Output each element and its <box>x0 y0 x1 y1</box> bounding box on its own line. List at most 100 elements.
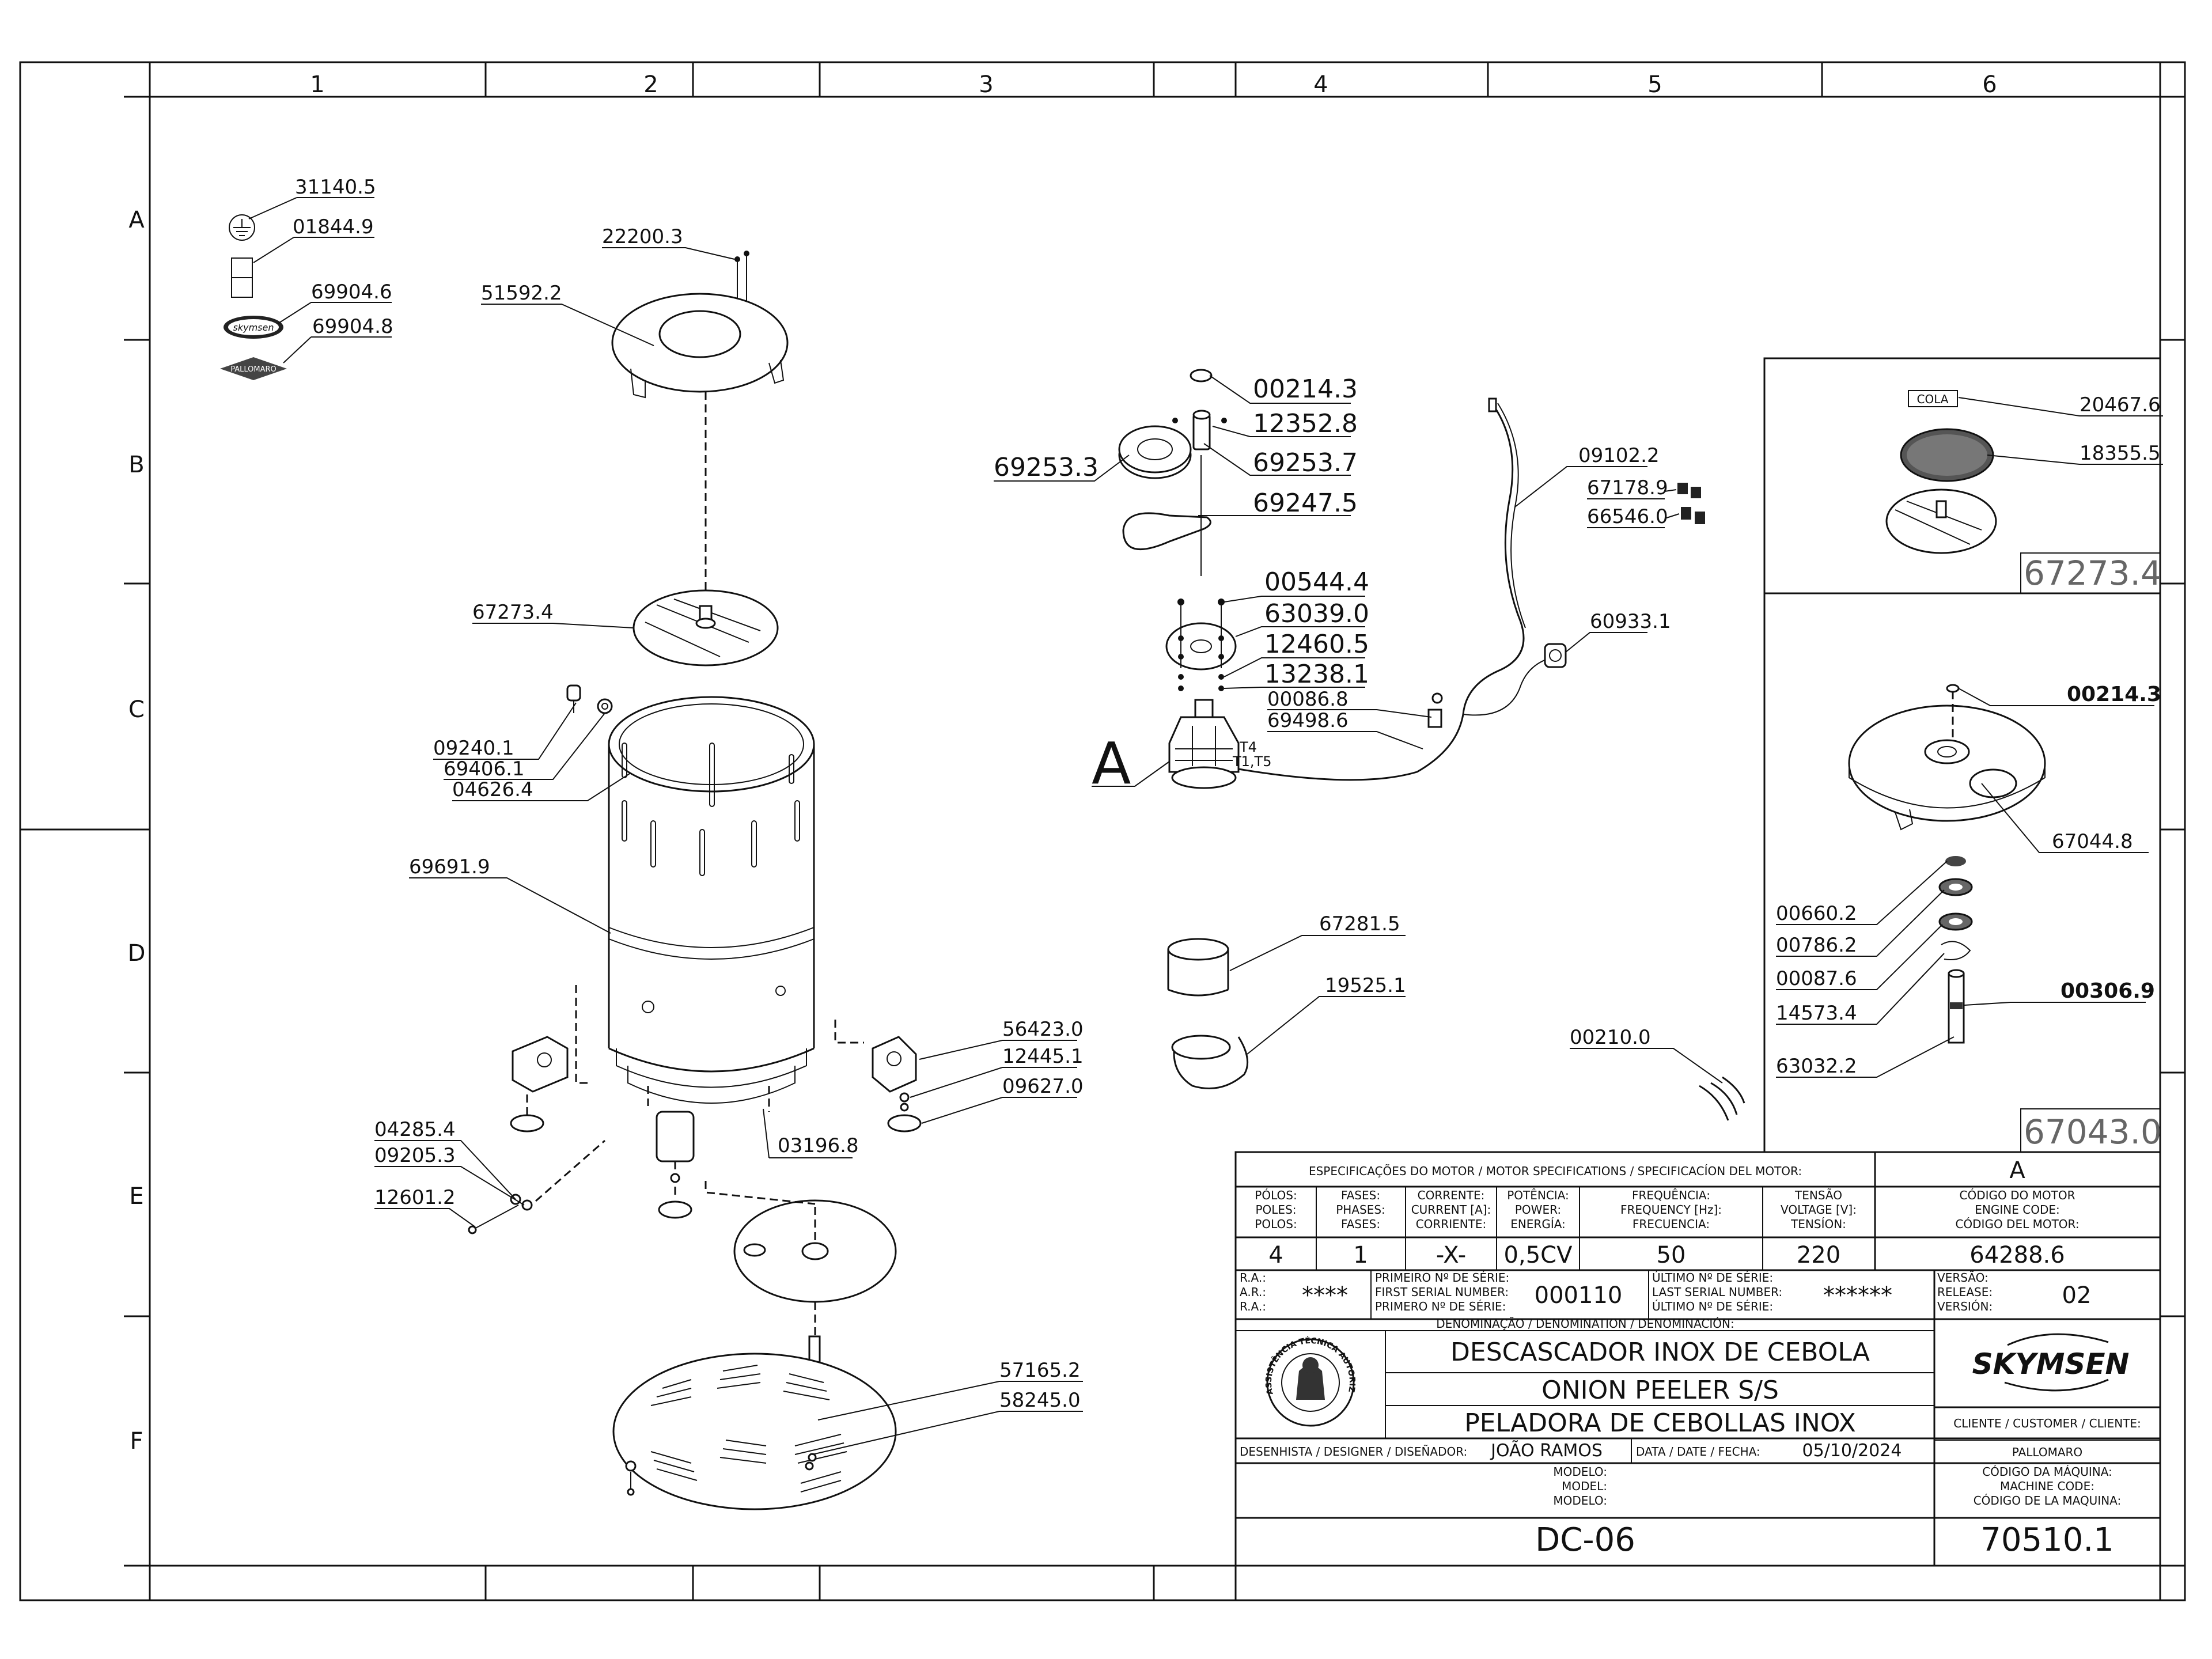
turntable-67044-part <box>1848 684 2046 831</box>
current-header-es: CORRIENTE: <box>1416 1217 1487 1231</box>
last-serial-value: ****** <box>1823 1282 1892 1309</box>
grid-col-5: 5 <box>1647 71 1662 98</box>
first-serial-value: 000110 <box>1535 1282 1623 1309</box>
first-serial-label-en: FIRST SERIAL NUMBER: <box>1375 1285 1509 1299</box>
part-60933-1-label: 60933.1 <box>1590 610 1671 633</box>
part-01844-9-label: 01844.9 <box>293 215 374 238</box>
version-label-en: RELEASE: <box>1937 1285 1993 1299</box>
first-serial-label-es: PRIMERO Nº DE SÉRIE: <box>1375 1300 1506 1313</box>
phases-header-en: PHASES: <box>1336 1203 1385 1217</box>
grid-plate-part <box>612 1353 897 1510</box>
grid-row-c: C <box>128 696 145 723</box>
ra-label-2: A.R.: <box>1240 1285 1266 1299</box>
part-18355-5-label: 18355.5 <box>2080 442 2161 465</box>
version-letter: A <box>2009 1157 2025 1184</box>
screw-set-04285-icon <box>468 1194 533 1234</box>
part-00214-3-detail-label: 00214.3 <box>2067 683 2161 706</box>
grid-col-3: 3 <box>979 71 993 98</box>
washer-69406-icon <box>597 698 613 714</box>
ground-symbol-icon <box>229 214 255 241</box>
detail-top-code: 67273.4 <box>2024 554 2162 593</box>
motor-a-part <box>1168 699 1240 789</box>
ra-label-1: R.A.: <box>1240 1271 1266 1285</box>
part-57165-2-label: 57165.2 <box>999 1359 1081 1382</box>
model-value: DC-06 <box>1535 1521 1635 1559</box>
drum-body-part <box>608 696 815 1104</box>
pallomaro-badge-text: PALLOMARO <box>230 365 276 374</box>
detail-bottom-code: 67043.0 <box>2024 1112 2162 1152</box>
symbols-group: skymsen PALLOMARO 31140.5 01844.9 69904.… <box>220 176 393 380</box>
machine-code-label-es: CÓDIGO DE LA MAQUINA: <box>1974 1494 2122 1508</box>
power-header-en: POWER: <box>1515 1203 1561 1217</box>
disc-detail-part <box>1885 488 1997 554</box>
terminal-67178-icon <box>1677 483 1701 498</box>
bracket-right-part <box>872 1036 922 1132</box>
seal-text: ASSISTÊNCIA TÉCNICA AUTORIZADA <box>0 0 1357 1396</box>
plate-63039-part <box>1165 622 1237 671</box>
part-12460-5-label: 12460.5 <box>1264 630 1369 659</box>
ra-label-3: R.A.: <box>1240 1300 1266 1313</box>
poles-value: 4 <box>1268 1242 1283 1268</box>
grid-row-f: F <box>130 1428 143 1455</box>
part-67178-9-label: 67178.9 <box>1587 476 1668 499</box>
denomination-label: DENOMINAÇÃO / DENOMINATION / DENOMINACIÓ… <box>1436 1317 1734 1331</box>
part-00544-4-label: 00544.4 <box>1264 567 1369 597</box>
phases-header-pt: FASES: <box>1341 1188 1380 1202</box>
frequency-value: 50 <box>1657 1242 1686 1268</box>
last-serial-label-en: LAST SERIAL NUMBER: <box>1652 1285 1782 1299</box>
detail-panel-top: 67273.4 COLA 20467.6 18355.5 <box>1763 357 2163 594</box>
machine-code-value: 70510.1 <box>1980 1521 2114 1559</box>
part-09627-0-label: 09627.0 <box>1002 1075 1084 1098</box>
grid-column-labels: 1 2 3 4 5 6 <box>310 71 1997 98</box>
part-20467-6-label: 20467.6 <box>2080 393 2161 416</box>
frequency-header-pt: FREQUÊNCIA: <box>1632 1188 1710 1202</box>
part-04285-4-label: 04285.4 <box>374 1118 456 1141</box>
ra-value: **** <box>1302 1282 1348 1309</box>
grid-row-b: B <box>128 452 144 478</box>
model-label-es: MODELO: <box>1553 1494 1607 1508</box>
base-disc-part <box>733 1199 897 1366</box>
part-09205-3-label: 09205.3 <box>374 1144 456 1167</box>
bushing-12352-icon <box>1192 414 1211 450</box>
version-label-es: VERSIÓN: <box>1937 1300 1993 1313</box>
motor-assembly-group: A T4 T1,T5 00214.3 12352.8 69253.7 69253… <box>994 369 1745 1121</box>
part-51592-2-label: 51592.2 <box>481 282 562 305</box>
engine-code-header-es: CÓDIGO DEL MOTOR: <box>1955 1217 2079 1231</box>
belt-69247-part <box>1122 512 1211 551</box>
seal-text-path: ASSISTÊNCIA TÉCNICA AUTORIZADA <box>0 0 1357 1396</box>
cylinder-67281-part <box>1167 938 1229 997</box>
part-00087-6-label: 00087.6 <box>1776 967 1857 990</box>
phases-header-es: FASES: <box>1341 1217 1380 1231</box>
part-14573-4-label: 14573.4 <box>1776 1002 1857 1025</box>
part-13238-1-label: 13238.1 <box>1264 660 1369 689</box>
power-value: 0,5CV <box>1504 1242 1573 1268</box>
part-09102-2-label: 09102.2 <box>1578 444 1660 467</box>
model-label-en: MODEL: <box>1562 1479 1607 1493</box>
engine-code-value: 64288.6 <box>1969 1242 2065 1268</box>
part-12601-2-label: 12601.2 <box>374 1186 456 1209</box>
model-label-pt: MODELO: <box>1553 1465 1607 1479</box>
lid-ring-part <box>611 293 789 399</box>
terminal-t1t5-label: T1,T5 <box>1232 753 1272 770</box>
part-69253-3-label: 69253.3 <box>994 453 1099 482</box>
skymsen-badge-text: skymsen <box>233 322 274 333</box>
designer-value: JOÃO RAMOS <box>1490 1440 1603 1461</box>
last-serial-label-pt: ÚLTIMO Nº DE SÉRIE: <box>1652 1271 1773 1285</box>
machine-code-label-pt: CÓDIGO DA MÁQUINA: <box>1982 1465 2112 1479</box>
terminal-t4-label: T4 <box>1239 739 1257 755</box>
cap-19525-part <box>1171 1035 1249 1089</box>
part-00660-2-label: 00660.2 <box>1776 902 1857 925</box>
part-12445-1-label: 12445.1 <box>1002 1045 1084 1068</box>
product-name-pt: DESCASCADOR INOX DE CEBOLA <box>1450 1338 1870 1367</box>
poles-header-es: POLOS: <box>1255 1217 1297 1231</box>
motor-spec-title: ESPECIFICAÇÕES DO MOTOR / MOTOR SPECIFIC… <box>1309 1164 1802 1178</box>
voltage-header-es: TENSÍON: <box>1790 1217 1846 1231</box>
terminal-66546-icon <box>1681 507 1705 524</box>
connector-00086-icon <box>1427 692 1443 728</box>
washer-00214-icon <box>1190 369 1213 382</box>
motor-detail-a-marker: A <box>1092 730 1131 797</box>
part-00306-9-label: 00306.9 <box>2061 979 2155 1003</box>
first-serial-label-pt: PRIMEIRO Nº DE SÉRIE: <box>1375 1271 1509 1285</box>
detail-panel-bottom: 67043.0 00214.3 <box>1763 592 2162 1153</box>
pulley-69253-part <box>1118 425 1192 479</box>
